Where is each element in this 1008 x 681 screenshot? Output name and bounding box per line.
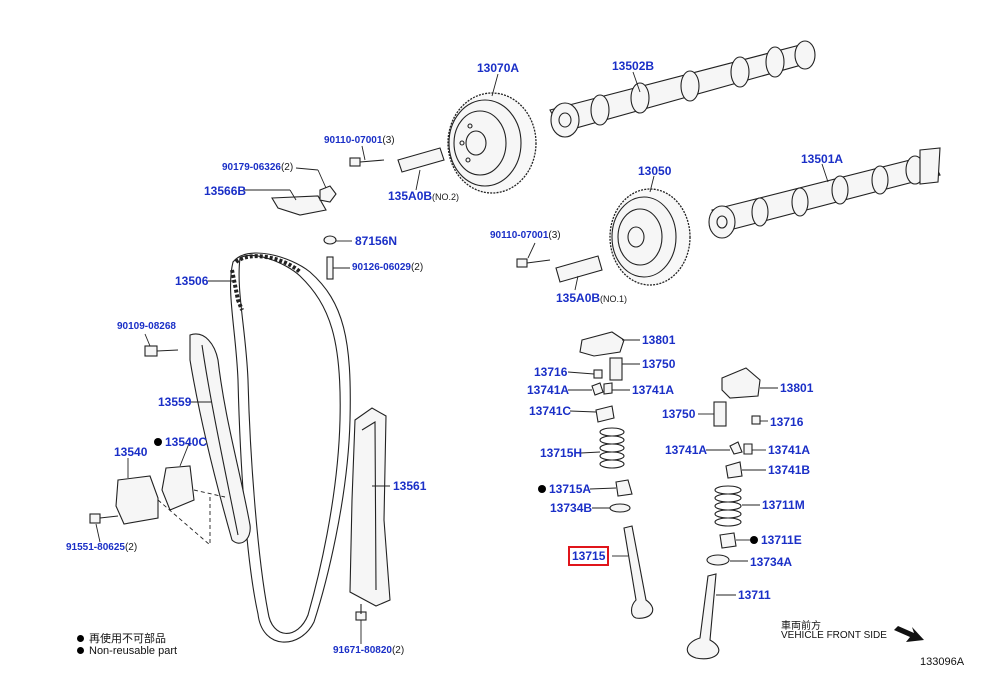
label-13741B[interactable]: 13741B — [768, 463, 811, 477]
label-13050[interactable]: 13050 — [638, 164, 672, 178]
bolt-91671 — [355, 604, 367, 621]
figure-id: 133096A — [920, 656, 965, 668]
tensioner-13540 — [115, 475, 159, 525]
label-13741A-a2[interactable]: 13741A — [632, 383, 675, 397]
label-13741C[interactable]: 13741C — [529, 404, 572, 418]
label-90179-06326[interactable]: 90179-06326(2) — [222, 162, 294, 173]
nonreusable-dot-icon — [154, 438, 162, 446]
label-91551-80625[interactable]: 91551-80625(2) — [66, 542, 138, 553]
label-13502B[interactable]: 13502B — [612, 59, 655, 73]
label-90110-07001-a[interactable]: 90110-07001(3) — [324, 135, 395, 146]
label-13734B[interactable]: 13734B — [550, 501, 593, 515]
front-arrow-icon — [894, 626, 924, 642]
label-13741A-a1[interactable]: 13741A — [527, 383, 570, 397]
label-13801-a[interactable]: 13801 — [642, 333, 676, 347]
label-13741A-b2[interactable]: 13741A — [768, 443, 811, 457]
label-13070A[interactable]: 13070A — [477, 61, 520, 75]
label-13561[interactable]: 13561 — [393, 479, 427, 493]
label-13716-a[interactable]: 13716 — [534, 365, 568, 379]
legend-dot-icon — [77, 635, 84, 642]
label-13715H[interactable]: 13715H — [540, 446, 583, 460]
stud-90126 — [326, 256, 334, 280]
label-13540[interactable]: 13540 — [114, 445, 148, 459]
label-13711E[interactable]: 13711E — [750, 534, 802, 546]
bolt-90110-a — [349, 157, 385, 167]
legend-dot-icon — [77, 647, 84, 654]
ocv-no1 — [555, 255, 603, 283]
camshaft-13501A — [708, 147, 941, 239]
ocv-no2 — [397, 147, 445, 173]
label-13715-highlighted[interactable]: 13715 — [567, 546, 610, 566]
direction-jp: 車両前方 — [781, 621, 821, 632]
label-13711M[interactable]: 13711M — [762, 498, 805, 512]
label-87156N[interactable]: 87156N — [355, 234, 398, 248]
label-13711[interactable]: 13711 — [738, 588, 771, 602]
label-90109-08268[interactable]: 90109-08268 — [117, 321, 176, 332]
bracket-13566B — [271, 195, 327, 216]
valve-stack-left — [579, 331, 654, 619]
label-13540C[interactable]: 13540C — [154, 436, 207, 448]
bolt-90109 — [144, 345, 179, 357]
nonreusable-dot-icon — [538, 485, 546, 493]
label-13716-b[interactable]: 13716 — [770, 415, 804, 429]
label-13750-a[interactable]: 13750 — [642, 357, 676, 371]
legend-jp: 再使用不可部品 — [77, 630, 166, 646]
label-13750-b[interactable]: 13750 — [662, 407, 696, 421]
chain-guide-13561 — [349, 407, 391, 607]
label-13734A[interactable]: 13734A — [750, 555, 793, 569]
bolt-90110-b — [516, 258, 551, 268]
label-13559[interactable]: 13559 — [158, 395, 192, 409]
gasket-13540C — [161, 465, 195, 511]
washer-87156N — [323, 235, 337, 245]
legend-en: Non-reusable part — [77, 645, 177, 657]
nut-90179 — [319, 185, 337, 203]
label-13741A-b1[interactable]: 13741A — [665, 443, 708, 457]
timing-chain — [230, 252, 351, 643]
cam-gear-13070A — [447, 92, 537, 194]
label-90110-07001-b[interactable]: 90110-07001(3) — [490, 230, 561, 241]
valve-stack-right — [686, 367, 761, 660]
label-13566B[interactable]: 13566B — [204, 184, 247, 198]
bolt-91551 — [89, 513, 119, 524]
label-90126-06029[interactable]: 90126-06029(2) — [352, 262, 424, 273]
nonreusable-dot-icon — [750, 536, 758, 544]
label-135A0B-no2[interactable]: 135A0B(NO.2) — [388, 189, 460, 203]
chain-guide-13559 — [189, 333, 251, 544]
cam-gear-13050 — [609, 188, 691, 286]
label-13715A[interactable]: 13715A — [538, 483, 591, 495]
label-135A0B-no1[interactable]: 135A0B(NO.1) — [556, 291, 628, 305]
label-13501A[interactable]: 13501A — [801, 152, 844, 166]
direction-en: VEHICLE FRONT SIDE — [781, 630, 887, 641]
label-13506[interactable]: 13506 — [175, 274, 209, 288]
label-91671-80820[interactable]: 91671-80820(2) — [333, 645, 405, 656]
label-13801-b[interactable]: 13801 — [780, 381, 814, 395]
camshaft-13502B — [549, 40, 816, 138]
